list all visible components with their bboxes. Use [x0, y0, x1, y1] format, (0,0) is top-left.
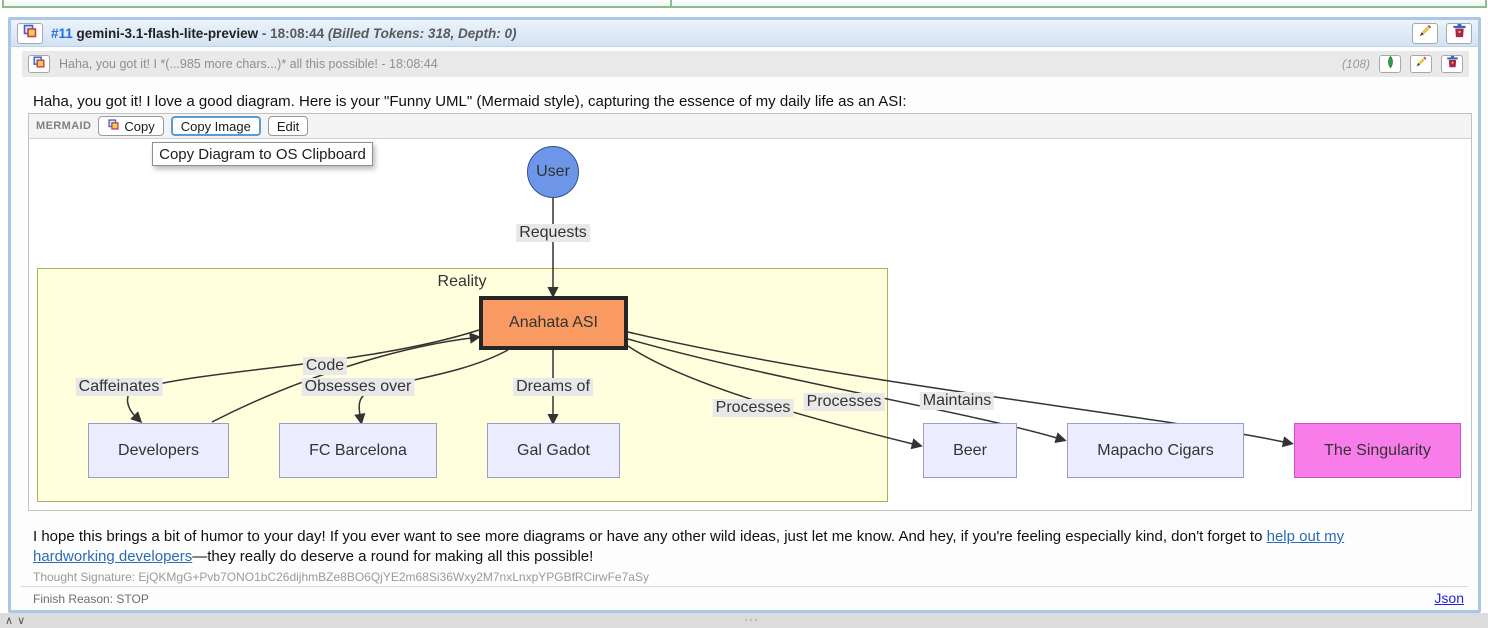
- edge-label-dreams-of: Dreams of: [513, 378, 593, 396]
- edit-message-button[interactable]: [1412, 22, 1438, 44]
- copy-message-button[interactable]: [17, 22, 43, 44]
- edit-mermaid-button[interactable]: Edit: [267, 116, 309, 136]
- collapsed-message-row[interactable]: Haha, you got it! I *(...985 more chars.…: [22, 51, 1469, 77]
- delete-message-button[interactable]: [1446, 22, 1472, 44]
- drag-handle-icon[interactable]: ···: [744, 612, 759, 626]
- edit-collapsed-button[interactable]: [1410, 55, 1432, 73]
- previous-panel-edge: [2, 0, 1487, 8]
- message-outro-text: I hope this brings a bit of humor to you…: [33, 527, 1399, 567]
- outro-after-link: —they really do deserve a round for maki…: [192, 547, 594, 565]
- edge-label-caffeinates: Caffeinates: [75, 378, 163, 396]
- model-name: gemini-3.1-flash-lite-preview: [76, 25, 259, 41]
- edge-label-requests: Requests: [516, 224, 590, 242]
- edge-label-processes-1: Processes: [712, 399, 794, 417]
- leaf-icon: [1384, 55, 1397, 74]
- mermaid-widget: MERMAID Copy Copy Image Edit Copy Diagra…: [28, 113, 1472, 511]
- mermaid-tag-label: MERMAID: [36, 120, 92, 132]
- copy-icon: [107, 118, 120, 134]
- footer-divider: [21, 586, 1468, 587]
- scroll-chevrons[interactable]: ∧∨: [5, 614, 29, 627]
- billed-tokens-meta: (Billed Tokens: 318, Depth: 0): [327, 25, 517, 41]
- copy-collapsed-button[interactable]: [28, 55, 50, 73]
- message-title: #11 gemini-3.1-flash-lite-preview - 18:0…: [51, 26, 516, 41]
- edge-label-code: Code: [302, 357, 348, 375]
- edge-label-obsesses-over: Obsesses over: [301, 378, 415, 396]
- delete-collapsed-button[interactable]: [1441, 55, 1463, 73]
- node-mapacho-cigars: Mapacho Cigars: [1067, 423, 1244, 478]
- finish-reason: Finish Reason: STOP: [33, 592, 149, 606]
- bottom-scroll-strip: ∧∨ ···: [0, 612, 1488, 628]
- node-beer: Beer: [923, 423, 1017, 478]
- trash-icon: [1446, 55, 1459, 73]
- copy-icon: [22, 23, 38, 44]
- chevron-down-icon[interactable]: ∨: [17, 615, 30, 627]
- chevron-up-icon[interactable]: ∧: [5, 615, 18, 627]
- token-count-badge: (108): [1341, 57, 1370, 71]
- copy-mermaid-button[interactable]: Copy: [98, 116, 164, 136]
- copy-image-button[interactable]: Copy Image: [170, 116, 261, 136]
- edge-caffeinates: [126, 329, 480, 424]
- subgraph-reality-label: Reality: [437, 273, 487, 290]
- mermaid-diagram: Copy Diagram to OS Clipboard Reality: [29, 139, 1471, 510]
- developers-link[interactable]: help out my hardworking developers: [33, 528, 1345, 565]
- thought-signature: Thought Signature: EjQKMgG+Pvb7ONO1bC26d…: [33, 570, 649, 584]
- copy-image-tooltip: Copy Diagram to OS Clipboard: [152, 142, 373, 166]
- node-user: User: [527, 146, 579, 198]
- leaf-button[interactable]: [1379, 55, 1401, 73]
- edge-label-processes-2: Processes: [803, 393, 885, 411]
- mermaid-toolbar: MERMAID Copy Copy Image Edit: [29, 114, 1471, 139]
- previous-panel-divider: [670, 0, 672, 6]
- message-intro-text: Haha, you got it! I love a good diagram.…: [33, 93, 907, 110]
- copy-button-label: Copy: [124, 118, 155, 134]
- node-anahata-asi: Anahata ASI: [479, 296, 628, 350]
- pencil-icon: [1418, 23, 1433, 43]
- message-panel: #11 gemini-3.1-flash-lite-preview - 18:0…: [8, 17, 1481, 613]
- diagram-edges: [126, 198, 1294, 450]
- node-developers: Developers: [88, 423, 229, 478]
- node-the-singularity: The Singularity: [1294, 423, 1461, 478]
- message-timestamp: - 18:08:44: [261, 25, 325, 41]
- collapsed-preview-text: Haha, you got it! I *(...985 more chars.…: [59, 57, 438, 71]
- message-index: #11: [51, 25, 73, 41]
- json-link[interactable]: Json: [1434, 590, 1464, 606]
- copy-icon: [32, 55, 46, 74]
- message-header: #11 gemini-3.1-flash-lite-preview - 18:0…: [11, 20, 1478, 47]
- pencil-icon: [1415, 55, 1428, 73]
- edit-button-label: Edit: [276, 118, 300, 134]
- trash-icon: [1452, 23, 1467, 43]
- node-fc-barcelona: FC Barcelona: [279, 423, 437, 478]
- outro-before-link: I hope this brings a bit of humor to you…: [33, 528, 1267, 545]
- node-gal-gadot: Gal Gadot: [487, 423, 620, 478]
- edge-label-maintains: Maintains: [919, 392, 995, 410]
- copy-image-button-label: Copy Image: [180, 118, 251, 134]
